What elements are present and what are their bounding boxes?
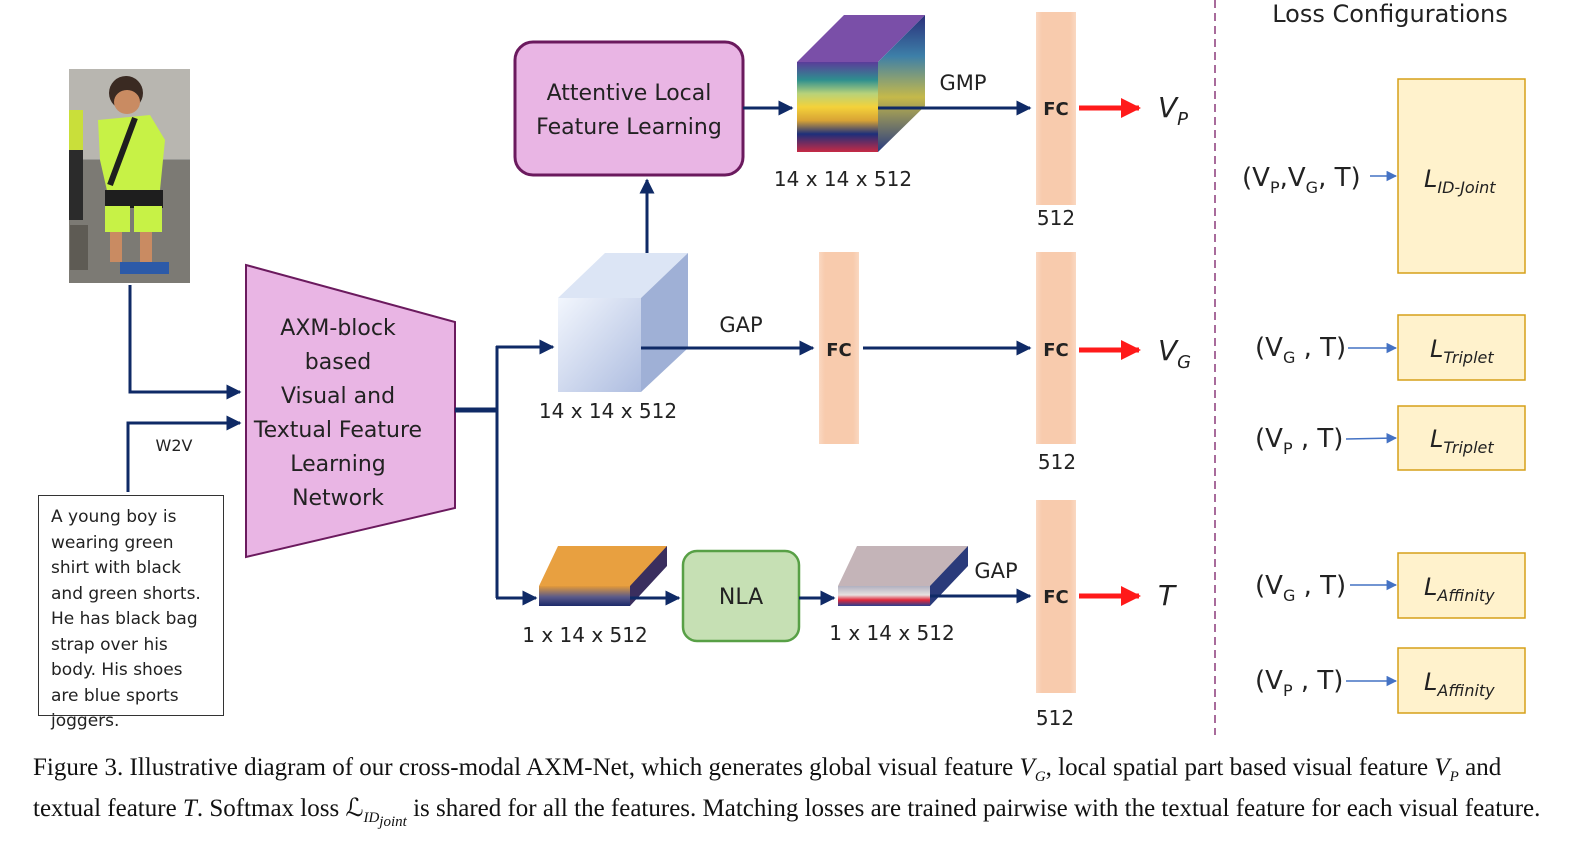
global-feature-cube <box>558 253 688 392</box>
attentive-line-1: Attentive Local <box>547 81 712 106</box>
caption-vp: V <box>1434 754 1450 781</box>
caption-loss-subsub: joint <box>379 814 407 830</box>
fc-global-first: FC <box>819 252 859 444</box>
caption-part-4: . Softmax loss <box>196 795 346 822</box>
loss-3-input: (VP , T) <box>1255 424 1343 458</box>
axm-block: AXM-block based Visual and Textual Featu… <box>245 263 456 559</box>
axm-branch-arrows <box>455 339 555 606</box>
loss-row-triplet-local: (VP , T) LTriplet <box>1255 405 1526 471</box>
loss-title: Loss Configurations <box>1272 0 1508 28</box>
fc-bottom-label: FC <box>1043 587 1069 608</box>
text-feature-slab-1 <box>539 546 667 606</box>
architecture-diagram: W2V AXM-block based Visual and Textual F… <box>69 0 1526 735</box>
image-input-arrow <box>128 285 242 400</box>
attentive-line-2: Feature Learning <box>536 115 722 140</box>
person-photo <box>69 69 190 283</box>
loss-2-input: (VG , T) <box>1255 333 1346 367</box>
loss-row-id-joint: (VP,VG, T) LID-Joint <box>1242 78 1526 274</box>
global-cube-dims: 14 x 14 x 512 <box>539 399 677 423</box>
loss-row-affinity-local: (VP , T) LAffinity <box>1255 647 1526 714</box>
loss-1-name: LID-Joint <box>1424 165 1496 197</box>
caption-vp-sub: P <box>1449 769 1459 785</box>
fc-bottom: FC <box>1036 500 1076 693</box>
caption-part-2: , local spatial part based visual featur… <box>1045 754 1435 781</box>
output-t: T <box>1158 579 1177 612</box>
caption-loss-sub: ID <box>363 810 380 826</box>
fc-bottom-dim: 512 <box>1036 706 1074 730</box>
loss-2-name: LTriplet <box>1430 335 1494 367</box>
nla-label: NLA <box>719 585 763 610</box>
fc-top-label: FC <box>1043 99 1069 120</box>
loss-4-input: (VG , T) <box>1255 571 1346 605</box>
axm-block-line-1: AXM-block <box>280 316 396 341</box>
fc-top: FC <box>1036 12 1076 205</box>
caption-t: T <box>182 795 197 822</box>
local-cube-dims: 14 x 14 x 512 <box>774 167 912 191</box>
attentive-local-block: Attentive Local Feature Learning <box>513 40 745 177</box>
fc-mid-dim: 512 <box>1038 450 1076 474</box>
axm-block-line-6: Network <box>292 486 384 511</box>
local-feature-cube <box>797 15 925 152</box>
gap-global-label: GAP <box>719 313 762 337</box>
fc-mid-label: FC <box>1043 340 1069 361</box>
output-vg: VG <box>1158 334 1191 373</box>
axm-block-line-4: Textual Feature <box>253 418 422 443</box>
loss-5-name: LAffinity <box>1424 668 1495 700</box>
loss-3-name: LTriplet <box>1430 425 1494 457</box>
axm-block-line-2: based <box>305 350 371 375</box>
fc-global-first-label: FC <box>826 340 852 361</box>
caption-part-5: is shared for all the features. Matching… <box>406 795 1541 822</box>
output-vp: VP <box>1158 91 1188 130</box>
fc-mid: FC <box>1036 252 1076 444</box>
w2v-label: W2V <box>156 436 193 455</box>
text-description-box: A young boy is wearing green shirt with … <box>38 495 224 731</box>
loss-4-name: LAffinity <box>1424 573 1495 605</box>
caption-vg-sub: G <box>1034 769 1046 785</box>
loss-1-input: (VP,VG, T) <box>1242 163 1361 197</box>
loss-5-input: (VP , T) <box>1255 666 1343 700</box>
figure-caption: Figure 3. Illustrative diagram of our cr… <box>33 752 1563 838</box>
caption-loss: ℒ <box>345 795 364 822</box>
axm-block-line-3: Visual and <box>281 384 395 409</box>
caption-vg: V <box>1019 754 1035 781</box>
slab-1-dims: 1 x 14 x 512 <box>522 623 647 647</box>
loss-row-affinity-global: (VG , T) LAffinity <box>1255 552 1526 619</box>
loss-row-triplet-global: (VG , T) LTriplet <box>1255 314 1526 381</box>
text-feature-slab-2 <box>838 546 968 606</box>
gap-text-label: GAP <box>974 559 1017 583</box>
caption-part-1: Figure 3. Illustrative diagram of our cr… <box>33 754 1020 781</box>
gmp-label: GMP <box>939 71 986 95</box>
axm-block-line-5: Learning <box>290 452 386 477</box>
text-input-arrow <box>126 415 242 492</box>
slab-2-dims: 1 x 14 x 512 <box>829 621 954 645</box>
caption-part-3: and textual feature <box>33 754 1502 822</box>
fc-top-dim: 512 <box>1037 206 1075 230</box>
nla-block: NLA <box>681 549 801 643</box>
